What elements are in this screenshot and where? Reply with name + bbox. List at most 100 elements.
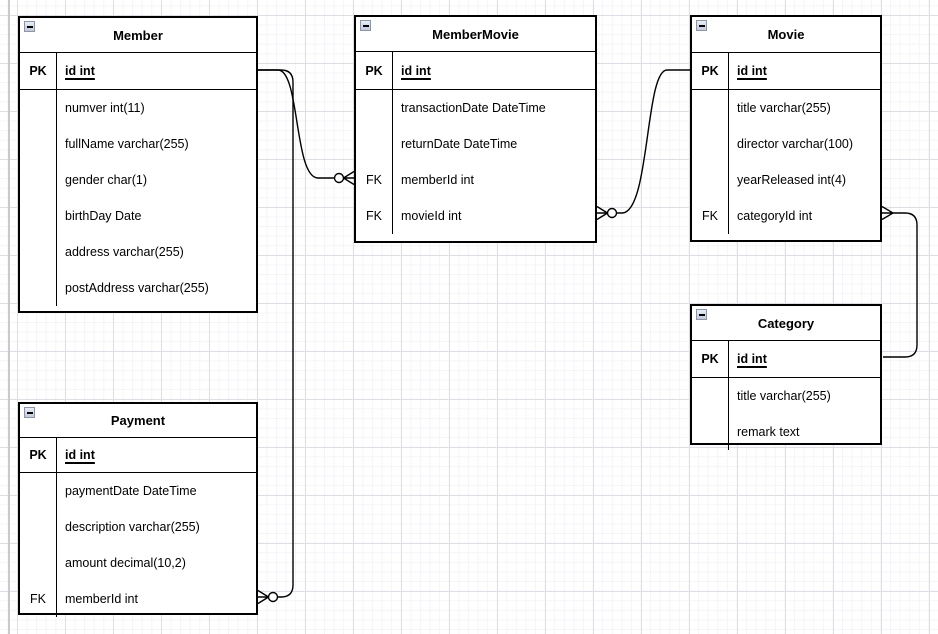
column-key-label <box>692 162 728 198</box>
crows-foot-icon <box>343 170 355 186</box>
minus-icon <box>362 24 369 27</box>
column-name-label: id int <box>392 52 595 89</box>
column-key-label: FK <box>702 209 718 223</box>
column-key-label <box>356 126 392 162</box>
column-name-label: returnDate DateTime <box>392 126 595 162</box>
column-key-label: PK <box>29 64 47 78</box>
table-title: MemberMovie <box>432 26 519 42</box>
column-key-label <box>20 509 56 545</box>
table-row: description varchar(255) <box>20 509 256 545</box>
minus-icon <box>698 24 705 27</box>
crows-foot-icon <box>881 205 894 221</box>
collapse-icon[interactable] <box>696 309 707 320</box>
column-name-label: id int <box>728 53 880 89</box>
collapse-icon[interactable] <box>24 407 35 418</box>
relationship-member-payment[interactable] <box>257 69 294 605</box>
column-key-label <box>20 162 56 198</box>
column-name-label: remark text <box>728 414 880 450</box>
crows-foot-icon <box>596 205 608 221</box>
table-row: address varchar(255) <box>20 234 256 270</box>
table-title: Member <box>113 27 163 43</box>
column-key-label <box>692 90 728 126</box>
relationship-category-movie[interactable] <box>881 205 918 358</box>
table-row: returnDate DateTime <box>356 126 595 162</box>
zero-circle-icon <box>267 591 279 603</box>
edge-line[interactable] <box>257 69 294 598</box>
collapse-icon[interactable] <box>696 20 707 31</box>
column-key-label <box>20 545 56 581</box>
minus-icon <box>698 313 705 316</box>
collapse-icon[interactable] <box>24 21 35 32</box>
table-row: remark text <box>692 414 880 450</box>
table-row-pk: PK id int <box>692 53 880 90</box>
table-title: Payment <box>110 413 166 428</box>
table-row-pk: PK id int <box>356 52 595 90</box>
column-name-label: movieId int <box>392 198 595 234</box>
column-key-label <box>20 90 56 126</box>
table-title: Category <box>757 315 815 331</box>
zero-circle-icon <box>606 207 618 219</box>
column-key-label <box>20 270 56 306</box>
column-key-label <box>692 378 728 414</box>
relationship-member-membermovie[interactable] <box>257 69 355 186</box>
column-name-label: title varchar(255) <box>728 378 880 414</box>
table-header-category: Category <box>692 306 880 341</box>
column-key-label <box>692 414 728 450</box>
minus-icon <box>26 411 33 414</box>
table-row: director varchar(100) <box>692 126 880 162</box>
column-name-label: fullName varchar(255) <box>56 126 256 162</box>
column-name-label: memberId int <box>392 162 595 198</box>
column-key-label: PK <box>365 63 383 78</box>
canvas-page-edge <box>8 0 10 634</box>
minus-icon <box>26 25 33 28</box>
table-row: gender char(1) <box>20 162 256 198</box>
table-row: postAddress varchar(255) <box>20 270 256 306</box>
table-header-payment: Payment <box>20 404 256 438</box>
edge-line[interactable] <box>883 212 918 358</box>
column-name-label: paymentDate DateTime <box>56 473 256 509</box>
column-key-label <box>20 126 56 162</box>
relationship-movie-membermovie[interactable] <box>596 69 692 221</box>
column-name-label: amount decimal(10,2) <box>56 545 256 581</box>
column-key-label: FK <box>366 209 382 223</box>
column-name-label: address varchar(255) <box>56 234 256 270</box>
column-key-label <box>692 126 728 162</box>
column-name-label: description varchar(255) <box>56 509 256 545</box>
column-key-label <box>20 473 56 509</box>
column-key-label <box>20 234 56 270</box>
column-key-label: PK <box>701 64 719 78</box>
column-name-label: transactionDate DateTime <box>392 90 595 126</box>
column-name-label: title varchar(255) <box>728 90 880 126</box>
column-name-label: yearReleased int(4) <box>728 162 880 198</box>
table-header-member: Member <box>20 18 256 53</box>
column-key-label: PK <box>29 448 47 462</box>
edge-line[interactable] <box>257 69 335 179</box>
table-row: paymentDate DateTime <box>20 473 256 509</box>
column-name-label: birthDay Date <box>56 198 256 234</box>
table-title: Movie <box>767 27 805 42</box>
collapse-icon[interactable] <box>360 20 371 31</box>
table-row: title varchar(255) <box>692 378 880 414</box>
column-name-label: postAddress varchar(255) <box>56 270 256 306</box>
zero-circle-icon <box>333 172 345 184</box>
column-name-label: id int <box>56 53 256 89</box>
table-row: transactionDate DateTime <box>356 90 595 126</box>
table-row: yearReleased int(4) <box>692 162 880 198</box>
edge-line[interactable] <box>616 69 692 214</box>
column-key-label: PK <box>701 352 719 366</box>
table-row-pk: PK id int <box>20 53 256 90</box>
